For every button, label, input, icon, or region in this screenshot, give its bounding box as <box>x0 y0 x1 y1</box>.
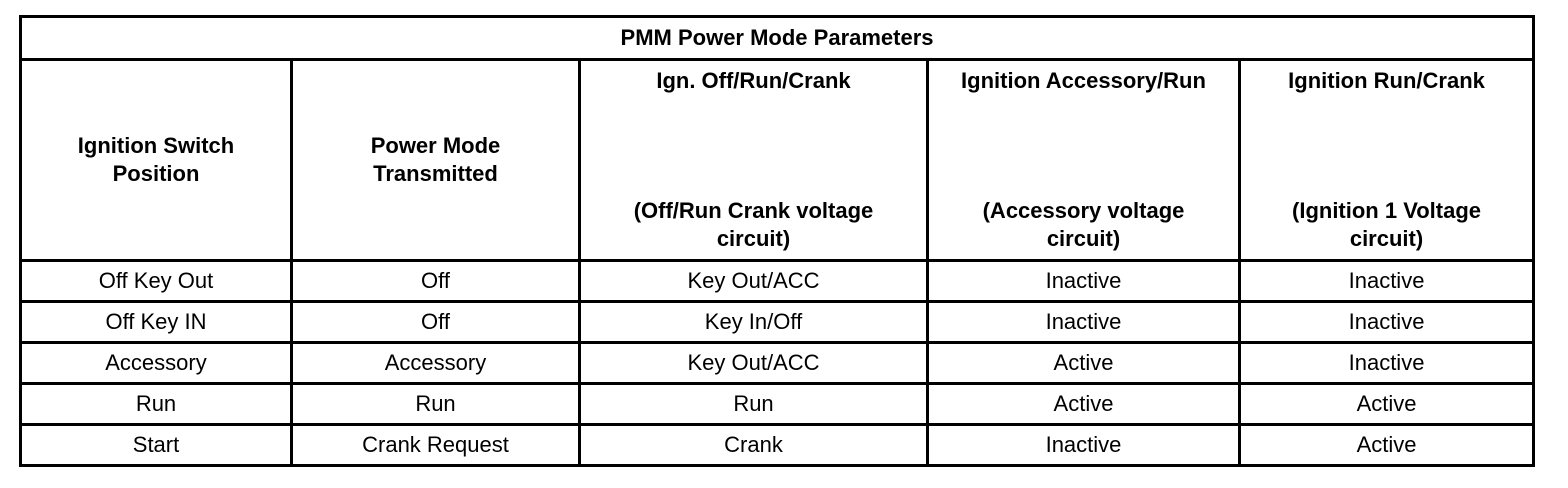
header-power-mode-transmitted: Power Mode Transmitted <box>290 58 581 262</box>
table-cell: Inactive <box>926 259 1241 303</box>
table-cell: Run <box>290 382 581 426</box>
table-header-row: Ignition Switch Position Power Mode Tran… <box>19 58 1536 262</box>
table-row: Start Crank Request Crank Inactive Activ… <box>19 423 1536 467</box>
header-sublabel: (Ignition 1 Voltage circuit) <box>1292 198 1482 251</box>
table-title: PMM Power Mode Parameters <box>18 15 1536 61</box>
table-row: Accessory Accessory Key Out/ACC Active I… <box>19 341 1536 385</box>
header-ign-off-run-crank: Ign. Off/Run/Crank (Off/Run Crank voltag… <box>578 58 929 262</box>
table-cell: Active <box>1237 423 1536 467</box>
table-cell: Crank Request <box>290 423 581 467</box>
table-cell: Inactive <box>1237 259 1536 303</box>
table-cell: Inactive <box>926 423 1241 467</box>
table-cell: Active <box>1237 382 1536 426</box>
table-cell: Key Out/ACC <box>578 341 929 385</box>
header-ignition-accessory-run: Ignition Accessory/Run (Accessory voltag… <box>926 58 1241 262</box>
table-cell: Accessory <box>290 341 581 385</box>
table-cell: Start <box>19 423 293 467</box>
header-label: Ignition Run/Crank <box>1288 68 1485 93</box>
table-row: Off Key Out Off Key Out/ACC Inactive Ina… <box>19 259 1536 303</box>
header-ignition-switch-position: Ignition Switch Position <box>19 58 293 262</box>
table-cell: Accessory <box>19 341 293 385</box>
table-title-row: PMM Power Mode Parameters <box>18 15 1536 61</box>
table-cell: Active <box>926 382 1241 426</box>
table-cell: Active <box>926 341 1241 385</box>
power-mode-table: PMM Power Mode Parameters Ignition Switc… <box>18 15 1536 467</box>
table-cell: Off Key IN <box>19 300 293 344</box>
table-row: Run Run Run Active Active <box>19 382 1536 426</box>
table-cell: Key Out/ACC <box>578 259 929 303</box>
table-cell: Crank <box>578 423 929 467</box>
table-cell: Run <box>19 382 293 426</box>
header-label: Ign. Off/Run/Crank <box>656 68 851 93</box>
header-label: Ignition Accessory/Run <box>961 68 1206 93</box>
table-cell: Key In/Off <box>578 300 929 344</box>
table-cell: Inactive <box>1237 300 1536 344</box>
header-ignition-run-crank: Ignition Run/Crank (Ignition 1 Voltage c… <box>1237 58 1536 262</box>
header-sublabel: (Accessory voltage circuit) <box>982 198 1185 251</box>
table-cell: Off Key Out <box>19 259 293 303</box>
table-cell: Run <box>578 382 929 426</box>
header-sublabel: (Off/Run Crank voltage circuit) <box>633 198 874 251</box>
table-cell: Inactive <box>1237 341 1536 385</box>
header-label: Ignition Switch Position <box>77 133 235 186</box>
table-cell: Inactive <box>926 300 1241 344</box>
header-label: Power Mode Transmitted <box>370 133 501 186</box>
table-cell: Off <box>290 300 581 344</box>
table-row: Off Key IN Off Key In/Off Inactive Inact… <box>19 300 1536 344</box>
table-cell: Off <box>290 259 581 303</box>
